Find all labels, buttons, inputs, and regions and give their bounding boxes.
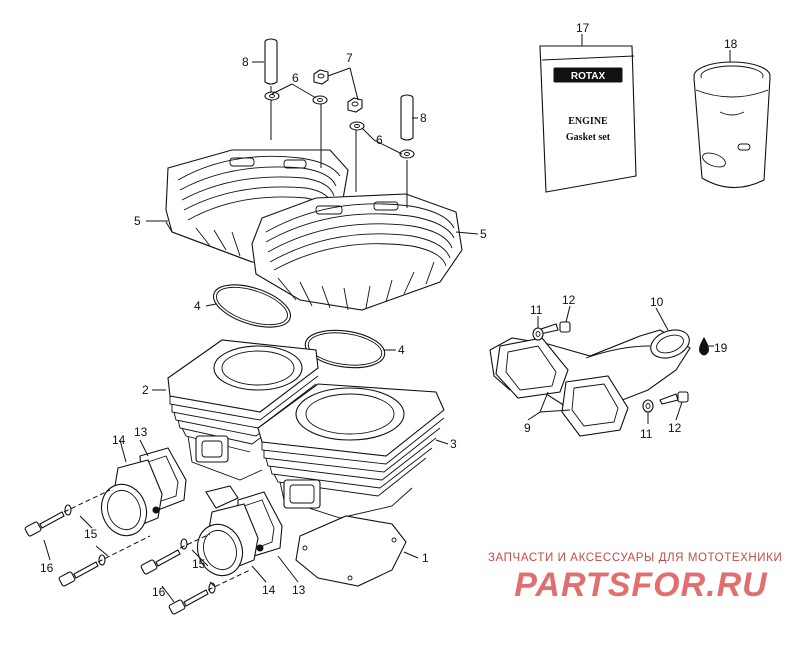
manifold-washer-lower [642,399,654,413]
callout-7: 7 [346,51,353,65]
intake-manifold [489,329,691,437]
callout-4-left: 4 [194,299,201,313]
callout-13-lower: 13 [292,583,306,597]
callout-15-upper: 15 [84,527,98,541]
gasket-set-line1: ENGINE [568,116,608,127]
callout-15-lower: 15 [192,557,206,571]
callout-19: 19 [714,341,728,355]
callout-8-upper: 8 [242,55,249,69]
gasket-set-brand: ROTAX [571,71,606,82]
callout-18: 18 [724,37,738,51]
callout-17: 17 [576,21,590,35]
washer-c [349,121,365,131]
manifold-washer-upper [532,327,544,341]
washer-a [264,91,280,101]
watermark-tagline: ЗАПЧАСТИ И АКСЕССУАРЫ ДЛЯ МОТОТЕХНИКИ [488,552,783,564]
screw-2 [58,561,99,587]
leader-lines [43,34,731,603]
inlet-socket-lower [196,503,264,577]
callout-9: 9 [524,421,531,435]
callout-12-upper: 12 [562,293,576,307]
callout-3: 3 [450,437,457,451]
nut-upper [313,69,329,85]
watermark-logo: PARTSFOR.RU [514,566,768,604]
callout-12-lower: 12 [668,421,682,435]
inlet-socket-upper [100,459,163,537]
callout-labels: 1 2 3 4 4 5 5 6 6 7 8 8 9 10 11 11 12 12… [40,21,738,599]
washer-d [399,149,415,159]
cylinder-right [257,383,445,519]
nut-lower [347,97,363,113]
cylinder-liner [693,61,771,189]
screw-1 [24,511,65,537]
callout-10: 10 [650,295,664,309]
washer-b [312,95,328,105]
stud-left [264,38,278,140]
screw-4 [168,589,209,615]
callout-8-lower: 8 [420,111,427,125]
sealant-drop-icon [699,337,709,356]
callout-14-lower: 14 [262,583,276,597]
callout-5-right: 5 [480,227,487,241]
cylinder-head-right [251,193,463,311]
callout-6-lower: 6 [376,133,383,147]
callout-5-left: 5 [134,214,141,228]
screw-3 [140,549,181,575]
base-gasket [205,485,407,587]
callout-16-lower: 16 [152,585,166,599]
watermark-logo-text: PARTSFOR.RU [514,566,768,604]
callout-16-upper: 16 [40,561,54,575]
callout-2: 2 [142,383,149,397]
callout-11-lower: 11 [640,427,653,441]
head-gasket-left [213,284,291,328]
manifold-screw-lower [659,391,689,405]
callout-11-upper: 11 [530,303,543,317]
stud-right [400,94,414,208]
gasket-set-package [539,45,637,193]
callout-6-upper: 6 [292,71,299,85]
callout-4-right: 4 [398,343,405,357]
callout-1: 1 [422,551,429,565]
gasket-set-line2: Gasket set [566,132,611,143]
callout-13-upper: 13 [134,425,148,439]
callout-14-upper: 14 [112,433,126,447]
head-gasket-right [304,329,386,369]
